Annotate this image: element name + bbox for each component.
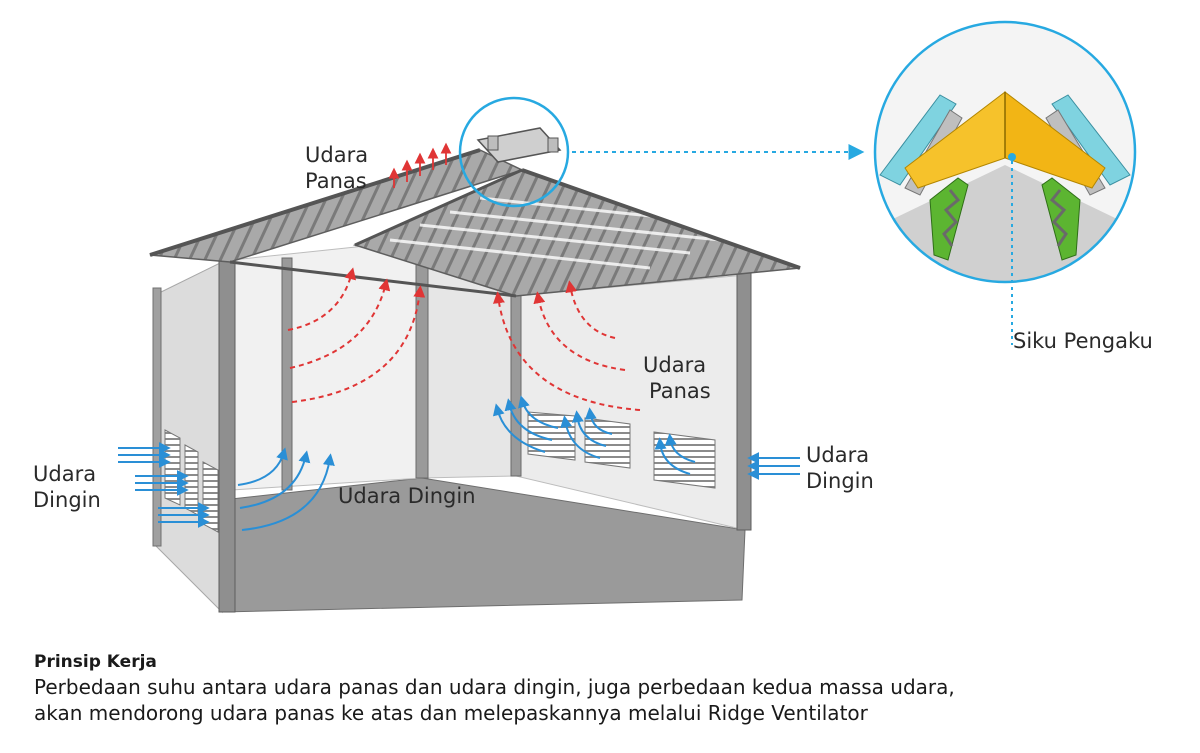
cold-air-arrow-icon <box>654 437 691 475</box>
caption: Prinsip Kerja Perbedaan suhu antara udar… <box>34 650 1174 726</box>
label-line: Panas <box>649 379 711 403</box>
hot-air-arrow-icon <box>565 280 616 339</box>
hot-air-arrow-icon <box>291 285 426 403</box>
column <box>152 287 162 547</box>
roof-sheet <box>1051 94 1131 186</box>
label-line: Dingin <box>806 469 874 493</box>
column <box>510 291 522 477</box>
hot-air-arrow-icon <box>493 291 641 411</box>
cold-air-arrow-icon <box>241 453 335 531</box>
cold-air-arrow-icon <box>239 450 311 509</box>
cold-air-arrow-icon <box>571 410 607 447</box>
hot-air-label-right: Udara Panas <box>643 352 711 404</box>
louvers <box>164 411 716 533</box>
cold-air-arrow-icon <box>560 415 601 459</box>
caption-line-1: Perbedaan suhu antara udara panas dan ud… <box>34 675 955 699</box>
ridge-zoom-circle <box>458 96 570 208</box>
label-line: Udara <box>643 353 707 377</box>
stiffener-detail <box>873 20 1137 345</box>
cold-air-label-floor: Udara Dingin <box>338 484 476 508</box>
label-line: Panas <box>305 169 367 193</box>
label-line: Udara <box>806 443 870 467</box>
cold-air-arrow-icon <box>584 407 613 435</box>
cold-air-arrow-icon <box>237 447 288 486</box>
cold-air-label-left: Udara Dingin <box>33 461 101 513</box>
hot-air-label-top: Udara Panas <box>305 142 368 194</box>
column <box>415 237 429 479</box>
hot-air-vent-arrows <box>388 142 452 188</box>
cold-air-arrow-icon <box>664 433 696 463</box>
roof-sheet <box>879 94 957 186</box>
column <box>218 251 236 613</box>
cold-air-arrow-icon <box>504 398 553 441</box>
column <box>281 257 293 491</box>
hot-air-arrow-icon <box>289 278 391 369</box>
hot-air-arrow-icon <box>533 291 626 371</box>
column <box>736 267 752 531</box>
ventilation-diagram <box>118 20 1137 614</box>
cold-air-arrow-icon <box>518 395 559 429</box>
cold-air-arrow-icon <box>492 403 546 453</box>
caption-line-2: akan mendorong udara panas ke atas dan m… <box>34 701 868 725</box>
hot-air-arrows <box>287 267 641 411</box>
hot-air-arrow-icon <box>287 267 357 331</box>
caption-title: Prinsip Kerja <box>34 652 157 672</box>
stiffener-callout-label: Siku Pengaku <box>1013 329 1153 353</box>
cold-air-label-right: Udara Dingin <box>806 442 874 494</box>
label-line: Udara <box>33 462 97 486</box>
cold-air-arrows <box>118 395 800 531</box>
label-line: Udara <box>305 143 369 167</box>
label-line: Dingin <box>33 488 101 512</box>
building <box>149 127 801 614</box>
back-wall-left <box>231 239 423 491</box>
